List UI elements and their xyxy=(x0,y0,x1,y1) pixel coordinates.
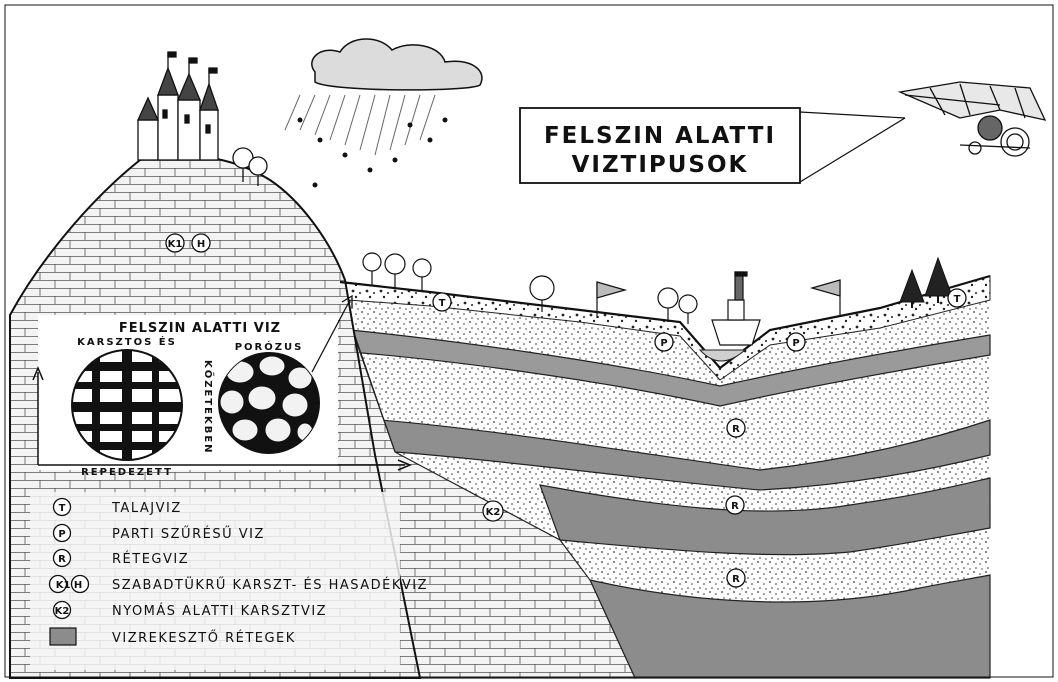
river xyxy=(698,349,747,362)
porous-label: PORÓZUS xyxy=(235,340,304,353)
aquitard-layer-4 xyxy=(588,574,991,679)
legend-label: SZABADTÜKRŰ KARSZT- ÉS HASADÉKVIZ xyxy=(112,576,428,593)
svg-text:H: H xyxy=(197,239,205,250)
karst-label-bottom: REPEDEZETT xyxy=(81,467,173,478)
svg-text:P: P xyxy=(660,338,667,349)
symbol-r-2: R xyxy=(725,495,745,515)
symbol-h-mountain: H xyxy=(191,233,211,253)
surface-line xyxy=(339,274,991,370)
legend-item-aquitard: VIZREKESZTŐ RÉTEGEK xyxy=(49,627,296,646)
aquitard-swatch xyxy=(49,627,77,646)
legend-label: RÉTEGVIZ xyxy=(112,551,189,567)
legend-item-t: T TALAJVIZ xyxy=(52,497,182,517)
title-box: FELSZIN ALATTI VIZTIPUSOK xyxy=(519,107,801,184)
boat-icon xyxy=(711,271,761,346)
svg-text:K2: K2 xyxy=(486,507,501,518)
symbol-p-left: P xyxy=(654,332,674,352)
symbol-k1-mountain: K1 xyxy=(165,233,185,253)
legend-label: PARTI SZŰRÉSŰ VIZ xyxy=(112,526,265,542)
svg-text:P: P xyxy=(792,338,799,349)
porous-pointer-arrow xyxy=(311,294,353,373)
inset-panel: FELSZIN ALATTI VIZ KARSZTOS ÉS REPEDEZET… xyxy=(32,294,412,478)
svg-text:T: T xyxy=(954,294,961,305)
legend-label: NYOMÁS ALATTI KARSZTVIZ xyxy=(112,603,327,619)
trees-left-icon xyxy=(362,252,432,290)
svg-text:K2: K2 xyxy=(55,606,70,617)
legend-item-p: P PARTI SZŰRÉSŰ VIZ xyxy=(52,523,265,543)
flag-left-icon xyxy=(596,281,628,318)
pine-trees-icon xyxy=(899,256,953,308)
svg-text:P: P xyxy=(58,529,65,540)
aquitard-layer-2 xyxy=(354,335,991,491)
svg-text:R: R xyxy=(731,501,739,512)
map-symbols: K1 H T T P P R R xyxy=(165,233,967,588)
symbol-r-3: R xyxy=(726,568,746,588)
aquitard-layer-1 xyxy=(349,329,991,407)
title-line-1: FELSZIN ALATTI xyxy=(544,123,776,149)
symbol-t-left: T xyxy=(432,292,452,312)
svg-text:R: R xyxy=(732,574,740,585)
legend-label: VIZREKESZTŐ RÉTEGEK xyxy=(112,630,296,646)
vertical-label: KŐZETEKBEN xyxy=(202,360,216,455)
trees-hill-icon xyxy=(232,147,268,186)
svg-text:K1 H: K1 H xyxy=(56,580,83,591)
legend-item-k1-h: K1 H SZABADTÜKRŰ KARSZT- ÉS HASADÉKVIZ xyxy=(48,574,428,594)
symbol-r-1: R xyxy=(726,418,746,438)
legend-item-k2: K2 NYOMÁS ALATTI KARSZTVIZ xyxy=(52,600,327,620)
banner-tow-line xyxy=(799,117,906,183)
castle-icon xyxy=(136,51,219,161)
flag-right-icon xyxy=(809,279,841,315)
symbol-t-right: T xyxy=(947,288,967,308)
svg-text:R: R xyxy=(58,554,66,565)
legend: T TALAJVIZ P PARTI SZŰRÉSŰ VIZ R RÉTEGVI… xyxy=(30,492,428,670)
karst-rock-circle xyxy=(71,349,183,461)
svg-text:R: R xyxy=(732,424,740,435)
inset-bracket-arrow xyxy=(32,366,412,471)
frame-border xyxy=(4,4,1054,678)
legend-label: TALAJVIZ xyxy=(111,501,182,516)
svg-text:T: T xyxy=(59,503,66,514)
karst-label-top: KARSZTOS ÉS xyxy=(77,335,177,348)
banner-tow-line-2 xyxy=(799,111,906,119)
symbol-k2-wedge: K2 xyxy=(482,500,504,522)
porous-rock-circle xyxy=(218,352,320,454)
trees-riverbank-icon xyxy=(657,287,698,324)
svg-text:T: T xyxy=(439,298,446,309)
svg-text:K1: K1 xyxy=(168,239,183,250)
tree-middle-icon xyxy=(529,275,555,312)
rain-cloud-icon xyxy=(284,38,483,188)
title-line-2: VIZTIPUSOK xyxy=(572,152,749,178)
flying-machine-icon xyxy=(897,81,1047,157)
legend-item-r: R RÉTEGVIZ xyxy=(52,548,189,568)
inset-title: FELSZIN ALATTI VIZ xyxy=(119,321,281,336)
symbol-p-right: P xyxy=(786,332,806,352)
